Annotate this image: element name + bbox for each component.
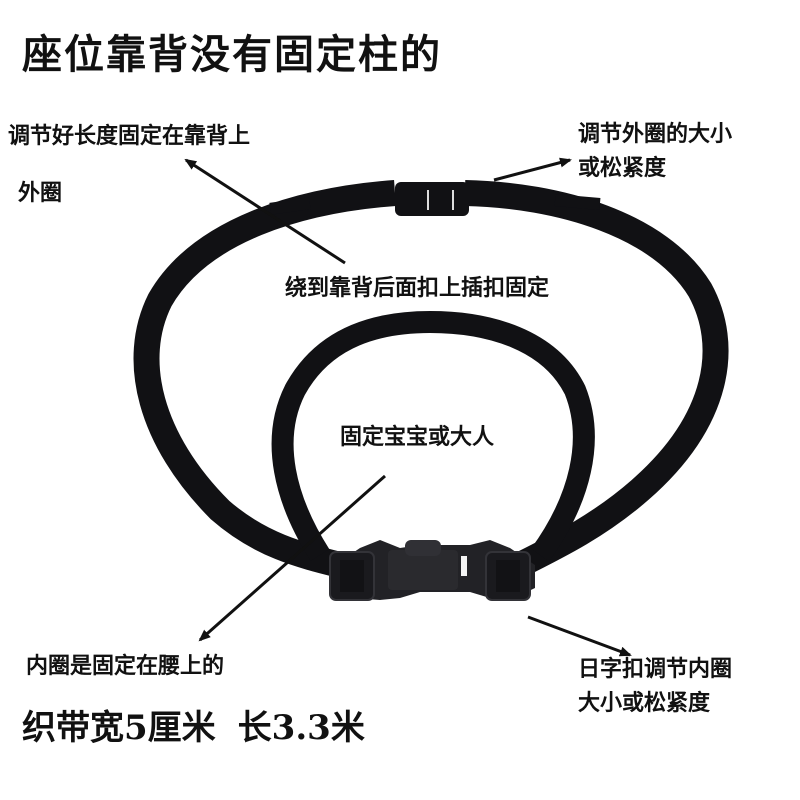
top-buckle-icon [395,182,469,216]
annotation-wrap-behind: 绕到靠背后面扣上插扣固定 [285,276,550,301]
spec-line: 织带宽5厘米长3.3米 [22,700,365,749]
annotation-inner-loop: 内圈是固定在腰上的 [26,654,225,679]
left-slider-icon [329,551,375,601]
annotation-adjust-outer: 调节外圈的大小 或松紧度 [578,118,732,186]
arrow-icon [184,157,632,657]
outer-loop-strap [133,180,729,578]
annotation-slider-line1: 日字扣调节内圈 [578,657,733,682]
right-slider-icon [485,551,531,601]
annotation-adjust-outer-line2: 或松紧度 [578,156,667,181]
annotation-adjust-outer-line1: 调节外圈的大小 [578,122,733,147]
annotation-outer-loop: 外圈 [18,181,63,206]
inner-loop-strap [271,310,595,562]
annotation-slider-line2: 大小或松紧度 [578,691,711,716]
annotation-secure-person: 固定宝宝或大人 [340,425,495,450]
bottom-buckle-icon [329,540,535,601]
page-title: 座位靠背没有固定柱的 [22,32,442,78]
spec-width: 织带宽5厘米 [22,708,216,748]
annotation-fix-on-backrest: 调节好长度固定在靠背上 [8,124,251,149]
spec-length: 长3.3米 [237,708,365,748]
annotation-slider-adjust: 日字扣调节内圈 大小或松紧度 [578,653,732,721]
